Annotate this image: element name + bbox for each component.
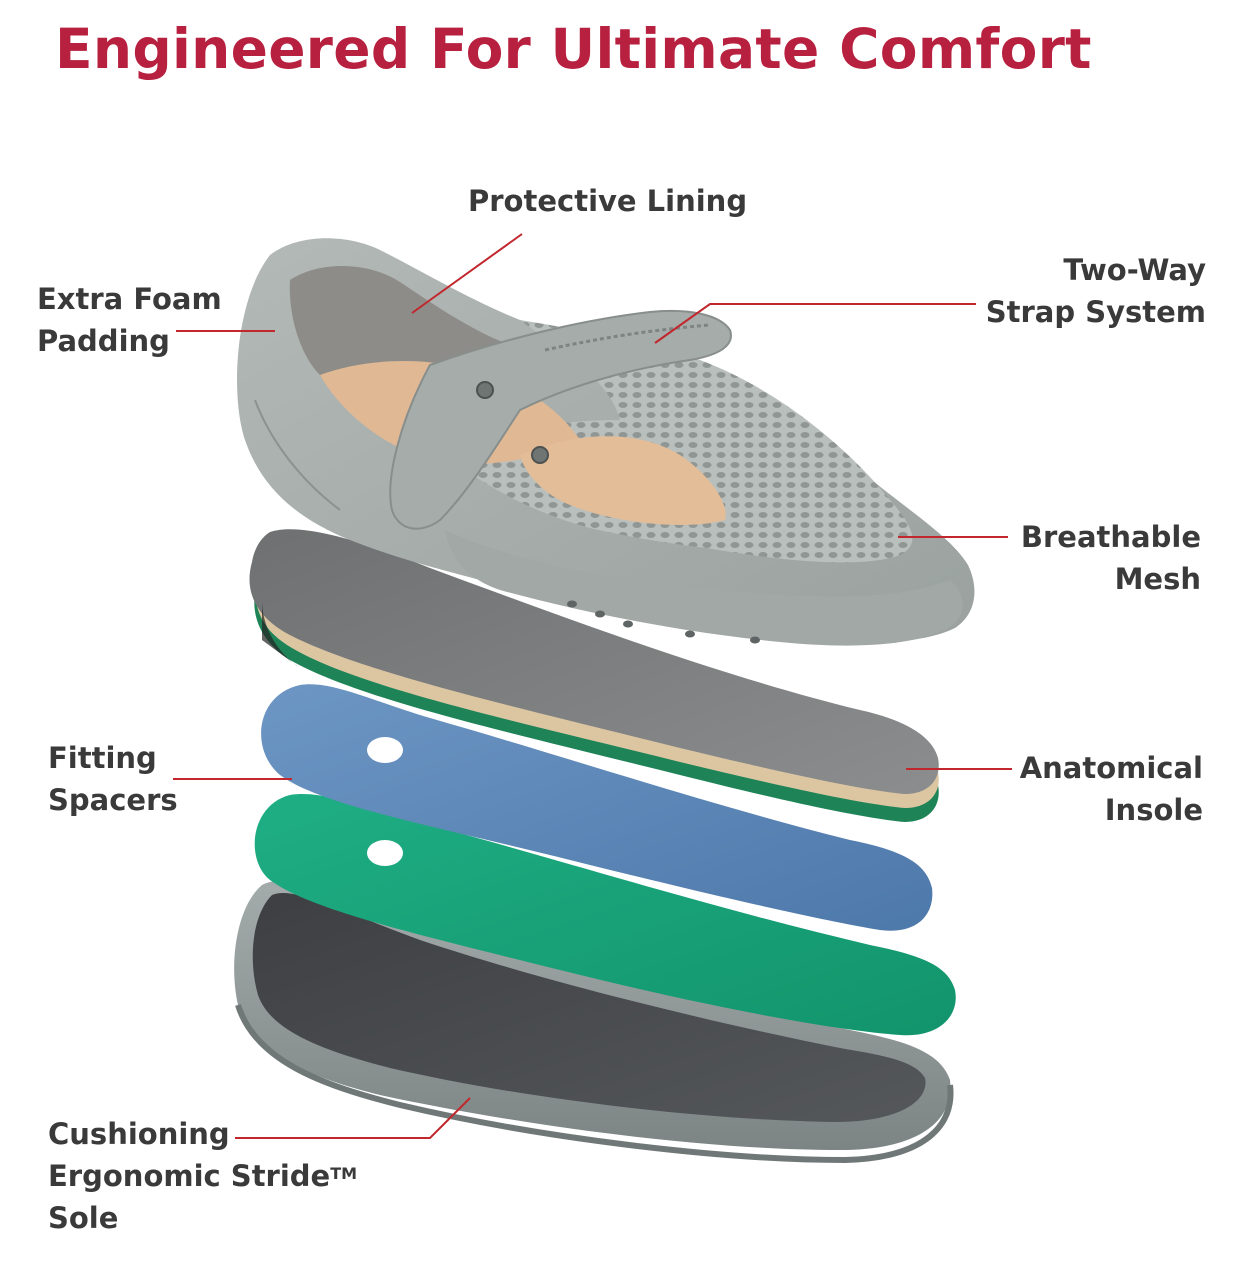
label-line: Mesh [1114, 562, 1201, 596]
label-line: Insole [1104, 793, 1203, 827]
toe-band [445, 530, 963, 646]
green-spacer-layer [254, 794, 956, 1036]
label-cushioning-sole: Cushioning Ergonomic StrideTM Sole [48, 1113, 357, 1239]
label-line: Protective Lining [468, 184, 748, 218]
label-fitting-spacers: Fitting Spacers [48, 737, 178, 821]
shoe-upper [237, 238, 975, 646]
strap-ring-top [476, 381, 494, 399]
label-line: Padding [37, 324, 170, 358]
sole-bottom-edge [235, 1004, 954, 1164]
label-two-way-strap-system: Two-Way Strap System [986, 249, 1206, 333]
label-line: Sole [48, 1201, 119, 1235]
strap-ring-bottom [531, 446, 549, 464]
label-line: Breathable [1020, 520, 1201, 554]
blue-spacer-notch [367, 737, 403, 763]
leader-lines [173, 233, 1012, 1139]
sole-footbed [252, 893, 926, 1122]
green-spacer [254, 794, 956, 1036]
trademark-symbol: TM [330, 1164, 358, 1183]
label-line: Ergonomic StrideTM [48, 1155, 357, 1197]
page-title: Engineered For Ultimate Comfort [55, 17, 1092, 81]
cushioning-sole-layer [234, 880, 954, 1164]
anatomical-insole-layer [249, 529, 939, 822]
perforation-dots [567, 600, 760, 644]
blue-spacer-layer [261, 684, 933, 931]
label-line: Extra Foam [37, 282, 222, 316]
label-line: Two-Way [1063, 253, 1206, 287]
label-extra-foam-padding: Extra Foam Padding [37, 278, 222, 362]
label-protective-lining: Protective Lining [468, 180, 747, 222]
label-line: Strap System [985, 295, 1206, 329]
label-line: Spacers [48, 783, 178, 817]
label-text: Ergonomic Stride [48, 1159, 331, 1193]
blue-spacer [261, 684, 933, 931]
label-line: Fitting [48, 741, 157, 775]
green-spacer-notch [367, 840, 403, 866]
label-anatomical-insole: Anatomical Insole [1020, 747, 1203, 831]
instep-opening [520, 436, 726, 525]
insole-top [249, 529, 939, 794]
label-breathable-mesh: Breathable Mesh [1021, 516, 1201, 600]
label-line: Cushioning [48, 1117, 230, 1151]
leader-strap [654, 303, 976, 344]
leader-sole [235, 1097, 471, 1139]
two-way-strap [389, 309, 732, 530]
label-line: Anatomical [1019, 751, 1203, 785]
leader-protective-lining [411, 233, 523, 314]
